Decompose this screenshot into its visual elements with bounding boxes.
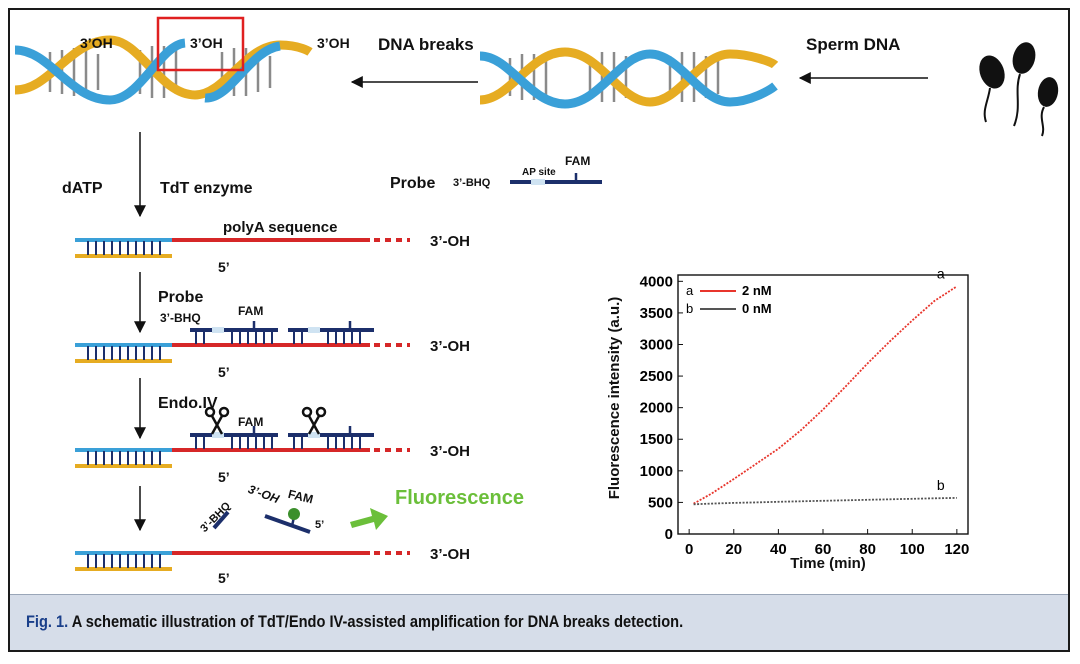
probe-step-label: Probe <box>158 289 203 306</box>
intact-dna-helix <box>479 47 779 109</box>
duplex-cleavage <box>75 426 410 468</box>
chart-legend: a 2 nM b 0 nM <box>686 283 772 316</box>
three-oh-label-2: 3’-OH <box>430 338 470 355</box>
three-oh-label-1: 3’-OH <box>430 233 470 250</box>
duplex-probe-bound <box>75 321 410 363</box>
chart-series: ab <box>693 265 958 506</box>
broken-dna-helix <box>14 16 313 105</box>
caption-text: A schematic illustration of TdT/Endo IV-… <box>71 612 684 631</box>
probe-fam-label: FAM <box>238 304 263 318</box>
oh-label-2: 3’OH <box>190 35 223 51</box>
fragment-five-prime-label: 5’ <box>315 519 324 531</box>
probe-legend-strand <box>510 173 602 185</box>
break-highlight-box <box>156 16 245 72</box>
cleavage-fam-label: FAM <box>238 415 263 429</box>
x-tick-label: 100 <box>900 541 925 558</box>
duplex-final <box>75 551 410 571</box>
caption-bar: Fig. 1.A schematic illustration of TdT/E… <box>10 594 1068 650</box>
chart-x-axis-label: Time (min) <box>790 555 866 572</box>
y-tick-label: 4000 <box>640 273 673 290</box>
five-prime-label-2: 5’ <box>218 364 230 380</box>
y-tick-label: 2000 <box>640 400 673 417</box>
figure-frame: 3’OH 3’OH 3’OH DNA breaks Sperm DNA dATP… <box>8 8 1070 652</box>
y-tick-label: 3500 <box>640 305 673 322</box>
chart-plot-frame <box>677 274 969 535</box>
probe-legend-fam: FAM <box>565 154 590 168</box>
series-line-a <box>693 285 958 505</box>
y-tick-label: 2500 <box>640 368 673 385</box>
fam-fluorophore-icon <box>288 508 300 520</box>
three-oh-label-3: 3’-OH <box>430 443 470 460</box>
released-fragments <box>212 508 311 534</box>
caption-label: Fig. 1. <box>26 612 69 631</box>
scissors-icon <box>204 406 230 435</box>
probe-legend-ap-site: AP site <box>522 167 556 178</box>
fluorescence-label: Fluorescence <box>395 487 524 509</box>
chart-ticks: 0 20 40 60 80 100 120 0 500 1000 1500 2000 2500 3000 3… <box>640 273 970 558</box>
x-tick-label: 40 <box>770 541 787 558</box>
x-tick-label: 20 <box>725 541 742 558</box>
probe-legend-title: Probe <box>390 175 435 192</box>
y-tick-label: 1000 <box>640 463 673 480</box>
chart-y-axis-label: Fluorescence intensity (a.u.) <box>606 297 623 500</box>
y-tick-label: 500 <box>648 494 673 511</box>
x-tick-label: 0 <box>685 541 693 558</box>
five-prime-label-1: 5’ <box>218 259 230 275</box>
fragment-fam-label: FAM <box>287 487 315 507</box>
endo-step-label: Endo.IV <box>158 395 218 412</box>
fragment-oh-label: 3’-OH <box>246 482 281 506</box>
figure-caption: Fig. 1.A schematic illustration of TdT/E… <box>26 612 683 632</box>
legend-key-b: b <box>686 301 693 316</box>
datp-label: dATP <box>62 180 103 197</box>
y-tick-label: 1500 <box>640 431 673 448</box>
oh-label-3: 3’OH <box>317 35 350 51</box>
polya-label: polyA sequence <box>223 219 337 236</box>
fragment-bhq-label: 3’-BHQ <box>198 500 233 535</box>
five-prime-label-3: 5’ <box>218 469 230 485</box>
legend-key-a: a <box>686 283 694 298</box>
probe-bhq-label: 3’-BHQ <box>160 311 201 325</box>
fluorescence-chart: 0 20 40 60 80 100 120 0 500 1000 1500 2000 2500 3000 3… <box>606 265 969 572</box>
legend-label-b: 0 nM <box>742 301 772 316</box>
y-tick-label: 0 <box>665 526 673 543</box>
dna-breaks-label: DNA breaks <box>378 35 474 54</box>
tdt-enzyme-label: TdT enzyme <box>160 180 253 197</box>
sperm-dna-label: Sperm DNA <box>806 35 900 54</box>
x-tick-label: 80 <box>859 541 876 558</box>
probe-legend-bhq: 3’-BHQ <box>453 177 491 189</box>
x-tick-label: 60 <box>815 541 832 558</box>
y-tick-label: 3000 <box>640 336 673 353</box>
legend-label-a: 2 nM <box>742 283 772 298</box>
five-prime-label-4: 5’ <box>218 570 230 586</box>
x-tick-label: 120 <box>944 541 969 558</box>
three-oh-label-4: 3’-OH <box>430 546 470 563</box>
duplex-polya <box>75 238 410 258</box>
series-line-b <box>693 497 957 506</box>
series-end-label-b: b <box>937 477 945 493</box>
series-end-label-a: a <box>937 265 945 281</box>
chart-axes <box>677 274 969 535</box>
schematic: 3’OH 3’OH 3’OH DNA breaks Sperm DNA dATP… <box>14 16 1059 586</box>
fluorescence-arrow-icon <box>350 508 388 530</box>
scissors-icon <box>301 406 327 435</box>
oh-label-1: 3’OH <box>80 35 113 51</box>
sperm-icon <box>979 42 1059 137</box>
